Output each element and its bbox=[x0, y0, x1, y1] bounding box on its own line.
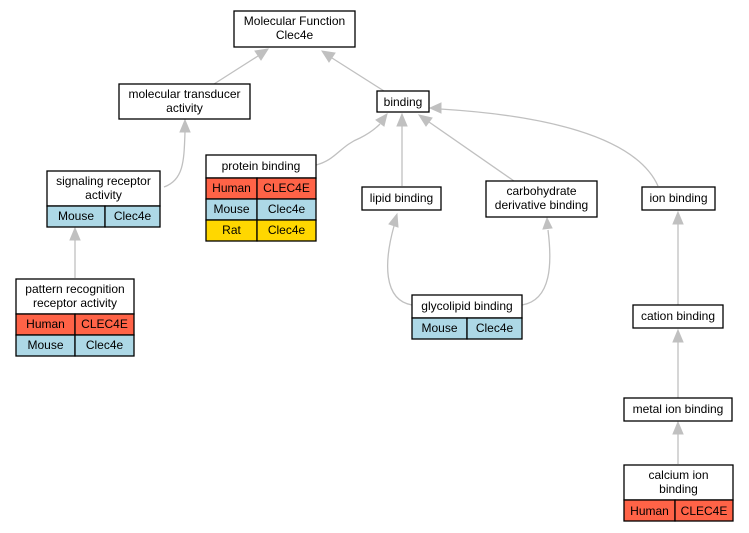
node-label: glycolipid binding bbox=[421, 299, 512, 313]
gene-cell bbox=[104, 205, 161, 228]
edge-signaling-to-transducer bbox=[163, 131, 186, 188]
node-protein-binding[interactable]: protein binding Human CLEC4E Mouse Clec4… bbox=[205, 154, 317, 242]
arrowhead-glycolipid-lipid bbox=[388, 212, 399, 228]
species-label: Mouse bbox=[58, 209, 94, 223]
node-label: receptor activity bbox=[33, 296, 117, 310]
gene-label: CLEC4E bbox=[263, 181, 310, 195]
gene-cell bbox=[74, 334, 135, 357]
node-box bbox=[361, 186, 442, 211]
arrowhead-pattern-signaling bbox=[69, 226, 81, 241]
arrowhead-metal-cation bbox=[672, 328, 684, 343]
species-label: Human bbox=[630, 504, 669, 518]
node-box bbox=[632, 304, 724, 329]
arrowhead-carbohydrate-binding bbox=[417, 114, 433, 127]
node-label: molecular transducer bbox=[128, 87, 240, 101]
node-ion-binding[interactable]: ion binding bbox=[641, 186, 716, 211]
edge-binding-to-root bbox=[331, 57, 385, 92]
node-label: ion binding bbox=[649, 191, 707, 205]
node-label: derivative binding bbox=[495, 198, 588, 212]
arrowhead-cation-ion bbox=[672, 210, 684, 225]
node-label: activity bbox=[166, 101, 203, 115]
edges bbox=[69, 48, 684, 464]
edge-protein-to-binding bbox=[315, 123, 381, 166]
node-label: signaling receptor bbox=[56, 174, 151, 188]
node-box bbox=[376, 90, 430, 113]
node-label: metal ion binding bbox=[633, 402, 724, 416]
gene-label: Clec4e bbox=[114, 209, 152, 223]
arrowhead-signaling-transducer bbox=[179, 118, 191, 133]
gene-label: Clec4e bbox=[268, 202, 306, 216]
species-label: Mouse bbox=[27, 338, 63, 352]
gene-label: Clec4e bbox=[268, 223, 306, 237]
node-pattern-recognition-receptor-activity[interactable]: pattern recognition receptor activity Hu… bbox=[15, 278, 135, 357]
node-label: calcium ion bbox=[648, 468, 708, 482]
species-label: Mouse bbox=[421, 321, 457, 335]
node-box bbox=[233, 10, 356, 48]
gene-label: CLEC4E bbox=[681, 504, 728, 518]
node-box bbox=[15, 278, 135, 315]
arrowhead-ion-binding bbox=[428, 102, 442, 114]
node-box bbox=[641, 186, 716, 211]
gene-cell bbox=[256, 219, 317, 242]
edge-glycolipid-to-lipid bbox=[387, 225, 413, 306]
node-label: carbohydrate bbox=[506, 184, 576, 198]
node-label: lipid binding bbox=[370, 191, 433, 205]
arrowhead-calcium-metal bbox=[672, 420, 684, 435]
species-label: Mouse bbox=[213, 202, 249, 216]
edge-carbohydrate-to-binding bbox=[428, 121, 515, 182]
node-metal-ion-binding[interactable]: metal ion binding bbox=[623, 397, 733, 422]
gene-label: Clec4e bbox=[86, 338, 124, 352]
node-binding[interactable]: binding bbox=[376, 90, 430, 113]
arrowhead-transducer-root bbox=[254, 48, 270, 61]
node-box bbox=[118, 83, 251, 120]
arrowhead-lipid-binding bbox=[396, 112, 408, 127]
gene-label: Clec4e bbox=[476, 321, 514, 335]
gene-cell bbox=[674, 499, 734, 522]
node-label: binding bbox=[659, 482, 698, 496]
node-calcium-ion-binding[interactable]: calcium ion binding Human CLEC4E bbox=[623, 464, 734, 522]
species-label: Human bbox=[26, 317, 65, 331]
node-box bbox=[623, 397, 733, 422]
node-glycolipid-binding[interactable]: glycolipid binding Mouse Clec4e bbox=[411, 294, 523, 340]
edge-transducer-to-root bbox=[213, 55, 259, 85]
species-label: Rat bbox=[222, 223, 241, 237]
arrowhead-glycolipid-carbohydrate bbox=[542, 216, 553, 230]
node-molecular-transducer-activity[interactable]: molecular transducer activity bbox=[118, 83, 251, 120]
node-cation-binding[interactable]: cation binding bbox=[632, 304, 724, 329]
edge-ion-to-binding bbox=[439, 108, 659, 187]
node-box bbox=[485, 180, 598, 218]
node-label: activity bbox=[85, 188, 122, 202]
node-label: Molecular Function bbox=[244, 14, 345, 28]
node-label: cation binding bbox=[641, 309, 715, 323]
node-box bbox=[623, 464, 734, 501]
node-label: pattern recognition bbox=[25, 282, 124, 296]
gene-cell bbox=[466, 317, 523, 340]
gene-label: CLEC4E bbox=[81, 317, 128, 331]
node-lipid-binding[interactable]: lipid binding bbox=[361, 186, 442, 211]
arrowhead-protein-binding bbox=[375, 113, 388, 127]
edge-glycolipid-to-carbohydrate bbox=[521, 229, 551, 306]
species-label: Human bbox=[212, 181, 251, 195]
node-carbohydrate-derivative-binding[interactable]: carbohydrate derivative binding bbox=[485, 180, 598, 218]
node-signaling-receptor-activity[interactable]: signaling receptor activity Mouse Clec4e bbox=[46, 170, 161, 228]
node-label: binding bbox=[384, 95, 423, 109]
node-molecular-function[interactable]: Molecular Function Clec4e bbox=[233, 10, 356, 48]
node-box bbox=[46, 170, 161, 207]
node-label: protein binding bbox=[222, 159, 301, 173]
arrowhead-binding-root bbox=[320, 50, 336, 63]
node-label: Clec4e bbox=[276, 28, 314, 42]
